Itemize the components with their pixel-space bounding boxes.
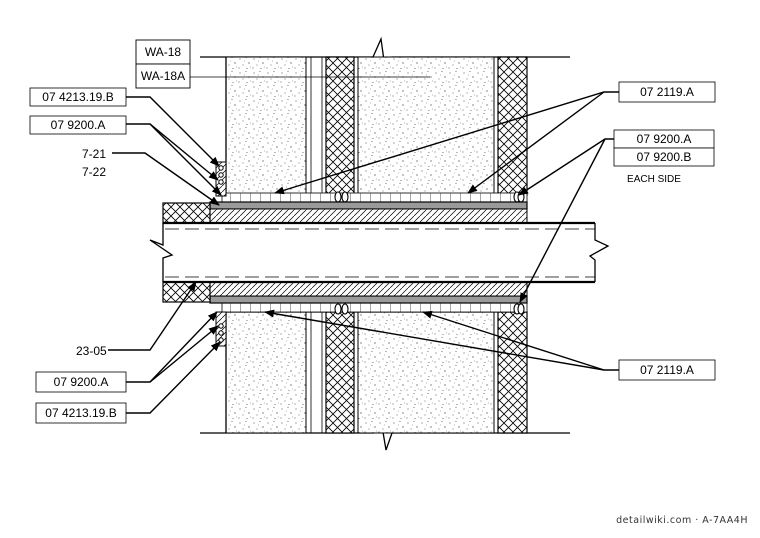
tag-07-2119a-bottom: 07 2119.A <box>640 363 694 377</box>
backer-rod-band-lower <box>221 302 528 313</box>
stipple-panel-upper-left <box>225 56 307 196</box>
pipe-break-left <box>149 223 174 282</box>
sleeve-wall-upper <box>209 201 528 210</box>
ref-7-21: 7-21 <box>82 147 106 161</box>
tag-07-2119a-top: 07 2119.A <box>640 85 694 99</box>
bottom-right-tags: 07 2119.A <box>618 359 716 381</box>
wa18-tag: WA-18 <box>145 45 182 59</box>
pipe-break-right <box>588 223 610 282</box>
bottom-left-tags: 23-05 07 9200.A 07 4213.19.B <box>35 344 127 424</box>
watermark: detailwiki.com · A-7AA4H <box>616 515 748 526</box>
stipple-panel-upper-right <box>357 56 495 196</box>
wa18-tag-box <box>135 39 191 65</box>
ref-23-05: 23-05 <box>76 344 107 358</box>
pipe-insulation-upper <box>209 208 528 224</box>
sleeve-wall-lower <box>209 295 528 304</box>
fitting-left <box>215 161 227 347</box>
each-side-note: EACH SIDE <box>627 174 681 185</box>
backer-rod-band-upper <box>221 192 528 203</box>
wa18a-tag: WA-18A <box>141 69 185 83</box>
crosshatch-stud-upper-right <box>497 56 528 196</box>
top-left-tags: 07 4213.19.B 07 9200.A 7-21 7-22 <box>29 87 127 179</box>
tag-07-9200a-bottom: 07 9200.A <box>54 375 109 389</box>
crosshatch-stud-lower-middle <box>325 311 355 434</box>
top-right-tags: 07 2119.A 07 9200.A 07 9200.B EACH SIDE <box>613 81 716 185</box>
tag-07-4213-19b-bottom: 07 4213.19.B <box>45 406 116 420</box>
ref-7-22: 7-22 <box>82 165 106 179</box>
stipple-panel-lower-right <box>357 311 495 434</box>
crosshatch-stud-upper-middle <box>325 56 355 196</box>
wall-assembly-tag-group: WA-18 WA-18A <box>135 39 430 89</box>
insulation-end-lower <box>162 281 211 303</box>
tag-07-9200b-right: 07 9200.B <box>637 150 692 164</box>
pipe-assembly <box>149 202 610 303</box>
crosshatch-stud-lower-right <box>497 311 528 434</box>
stipple-panel-lower-left <box>225 311 307 434</box>
insulation-end-upper <box>162 202 211 224</box>
leader-lines <box>108 91 619 414</box>
tag-07-9200a-top: 07 9200.A <box>51 118 106 132</box>
wall-assembly <box>200 36 570 451</box>
tag-07-4213-19b-top: 07 4213.19.B <box>42 90 113 104</box>
pipe-insulation-lower <box>209 281 528 297</box>
wa18a-tag-box <box>135 63 191 89</box>
tag-07-9200a-right: 07 9200.A <box>637 132 692 146</box>
